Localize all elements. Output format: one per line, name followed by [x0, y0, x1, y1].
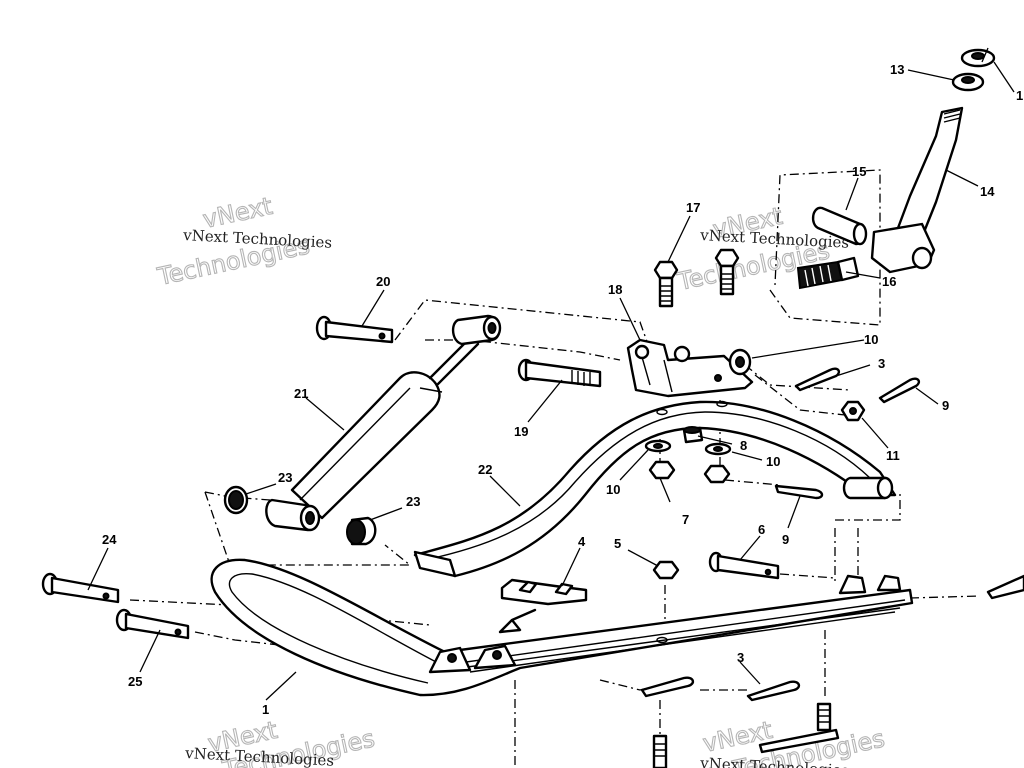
watermark-top-left: vNext Technologies vNext Technologies [154, 191, 333, 291]
bushing-part-23-left [223, 485, 249, 515]
bolt-part-25 [115, 608, 190, 640]
washer-part-13 [951, 72, 985, 92]
callout-23-left: 23 [278, 470, 292, 485]
bushing-part-15 [811, 206, 868, 246]
callout-10-middle: 10 [766, 454, 780, 469]
callout-17: 17 [686, 200, 700, 215]
spacer-part-8 [682, 426, 704, 444]
callout-7: 7 [682, 512, 689, 527]
spindle-part-14 [870, 106, 964, 274]
callout-11: 11 [886, 448, 900, 463]
callout-19: 19 [514, 424, 528, 439]
bolt-part-24 [41, 572, 120, 604]
callout-9-upper: 9 [942, 398, 949, 413]
washer-part-10-left [644, 439, 672, 453]
callout-3-lower: 3 [737, 650, 744, 665]
washer-part-12 [960, 48, 996, 68]
callout-25: 25 [128, 674, 142, 689]
rubber-block-part-16 [796, 256, 860, 290]
shock-absorber-part-21 [265, 314, 502, 532]
edge-part-right [986, 574, 1024, 600]
callout-9-lower: 9 [782, 532, 789, 547]
bolt-part-6 [708, 551, 780, 580]
callout-edge-partial: 1 [1016, 88, 1023, 103]
washer-part-10-right [704, 442, 732, 456]
callout-24: 24 [102, 532, 117, 547]
callout-15: 15 [852, 164, 866, 179]
callout-6: 6 [758, 522, 765, 537]
bushing-part-23-right [346, 516, 377, 546]
callout-labels: 1 3 3 4 5 6 7 8 9 9 10 10 10 11 13 14 15… [102, 62, 1023, 717]
callout-8: 8 [740, 438, 747, 453]
callout-10-left: 10 [606, 482, 620, 497]
nut-part-7-right [703, 464, 731, 484]
hanger-bracket-part-18 [626, 338, 754, 398]
cotter-pin-part-3-upper [794, 367, 841, 392]
leader-lines [87, 47, 1015, 701]
bolt-part-17-right [714, 248, 740, 296]
direction-arrow [498, 608, 537, 634]
spring-eye-bushing [842, 476, 894, 500]
callout-14: 14 [980, 184, 995, 199]
bolt-part-19 [517, 358, 602, 388]
callout-22: 22 [478, 462, 492, 477]
stud-bottom-right [816, 702, 832, 732]
cotter-pin-part-9-upper [878, 377, 921, 404]
callout-16: 16 [882, 274, 896, 289]
callout-13: 13 [890, 62, 904, 77]
ski-part-1 [210, 558, 914, 697]
watermark-bottom-left: vNext Technologies vNext Technologies [184, 715, 378, 768]
callout-10-upper: 10 [864, 332, 878, 347]
wear-plate-part-4 [500, 578, 588, 606]
leaf-spring-part-22 [413, 400, 897, 578]
nut-part-11 [840, 400, 866, 422]
callout-1: 1 [262, 702, 269, 717]
callout-23-right: 23 [406, 494, 420, 509]
nut-part-7-left [648, 460, 676, 480]
cotter-pin-part-3-lower-left [640, 676, 695, 698]
callout-3-upper: 3 [878, 356, 885, 371]
nut-part-5 [652, 560, 680, 580]
callout-18: 18 [608, 282, 622, 297]
callout-20: 20 [376, 274, 390, 289]
bolt-part-20 [315, 315, 394, 344]
bolt-part-17-left [653, 260, 679, 308]
lower-ski-edge [758, 728, 840, 754]
cotter-pin-part-9-lower [774, 484, 824, 500]
stud-bottom-left [652, 734, 668, 768]
small-washers [656, 400, 728, 644]
callout-21: 21 [294, 386, 308, 401]
cotter-pin-part-3-lower-right [746, 680, 801, 702]
callout-5: 5 [614, 536, 621, 551]
callout-4: 4 [578, 534, 586, 549]
